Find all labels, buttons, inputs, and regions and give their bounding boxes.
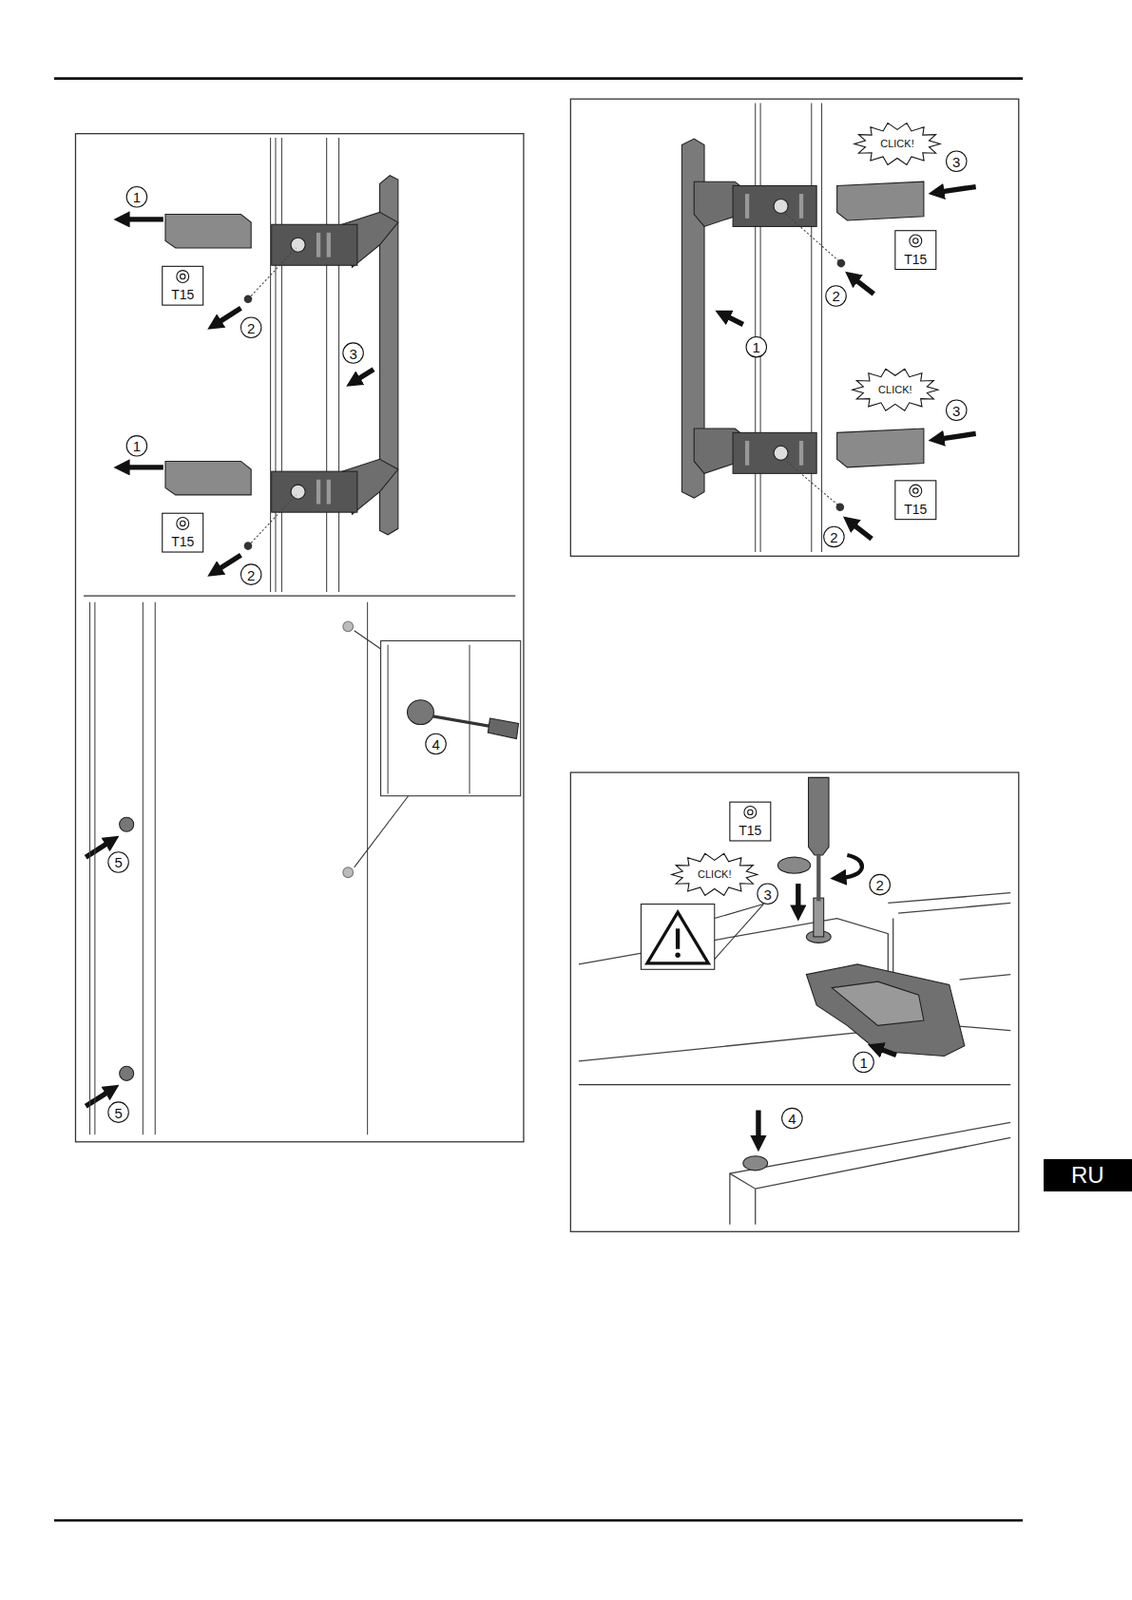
callout-circle: [946, 400, 967, 421]
tool-box: [895, 230, 937, 270]
callout-circle: [824, 526, 845, 547]
tool-size: T15: [903, 502, 927, 517]
click-text: CLICK!: [697, 869, 731, 881]
click-text: CLICK!: [880, 138, 914, 150]
callout-number: 4: [431, 736, 440, 751]
torx-icon: [913, 488, 919, 494]
torx-icon: [909, 484, 922, 498]
tool-box: [162, 266, 204, 306]
callout-number: 3: [952, 153, 960, 169]
callout-circle: [240, 317, 261, 338]
torx-icon: [180, 520, 186, 526]
callout-number: 3: [763, 886, 771, 902]
callout-number: 3: [348, 345, 357, 361]
callout-number: 2: [247, 320, 255, 335]
callout-circle: [757, 883, 778, 904]
tab-text: RU: [1071, 1164, 1105, 1188]
callout-number: 1: [752, 340, 761, 355]
callout-number: 5: [114, 1105, 122, 1120]
torx-icon: [180, 273, 186, 279]
callout-circle: [869, 874, 890, 895]
language-tab: RU: [1043, 1159, 1132, 1192]
callout-circle: [126, 187, 147, 208]
callout-circle: [425, 733, 446, 754]
callout-number: 5: [114, 855, 122, 870]
tool-box: [895, 480, 937, 520]
click-burst: [854, 122, 941, 165]
callout-number: 1: [133, 190, 141, 205]
torx-icon: [176, 518, 190, 531]
callout-circle: [782, 1108, 803, 1129]
callout-number: 3: [952, 402, 960, 418]
callout-circle: [746, 336, 767, 357]
callout-circle: [946, 151, 967, 172]
tool-size: T15: [903, 252, 927, 267]
callout-number: 2: [247, 567, 255, 582]
callout-circle: [126, 436, 147, 457]
torx-icon: [748, 809, 753, 815]
tool-size: T15: [171, 287, 194, 302]
callout-number: 1: [859, 1055, 867, 1070]
torx-icon: [909, 234, 922, 248]
click-text: CLICK!: [878, 384, 912, 396]
tool-box: [729, 802, 771, 842]
callout-circle: [343, 343, 364, 364]
callout-number: 2: [876, 878, 884, 893]
callout-circle: [108, 1102, 129, 1123]
callout-circle: [108, 852, 129, 873]
torx-icon: [176, 270, 190, 284]
callout-number: 2: [831, 288, 840, 304]
click-burst: [852, 368, 939, 411]
tool-box: [162, 513, 204, 553]
callout-number: 1: [133, 439, 141, 454]
callout-circle: [853, 1052, 874, 1073]
callout-number: 4: [787, 1112, 796, 1127]
callout-number: 2: [829, 529, 838, 544]
torx-icon: [744, 805, 757, 819]
callout-circle: [240, 564, 261, 585]
torx-icon: [913, 238, 919, 244]
click-burst: [671, 853, 758, 896]
tool-size: T15: [171, 535, 194, 549]
callout-circle: [825, 286, 846, 307]
tool-size: T15: [738, 824, 762, 838]
